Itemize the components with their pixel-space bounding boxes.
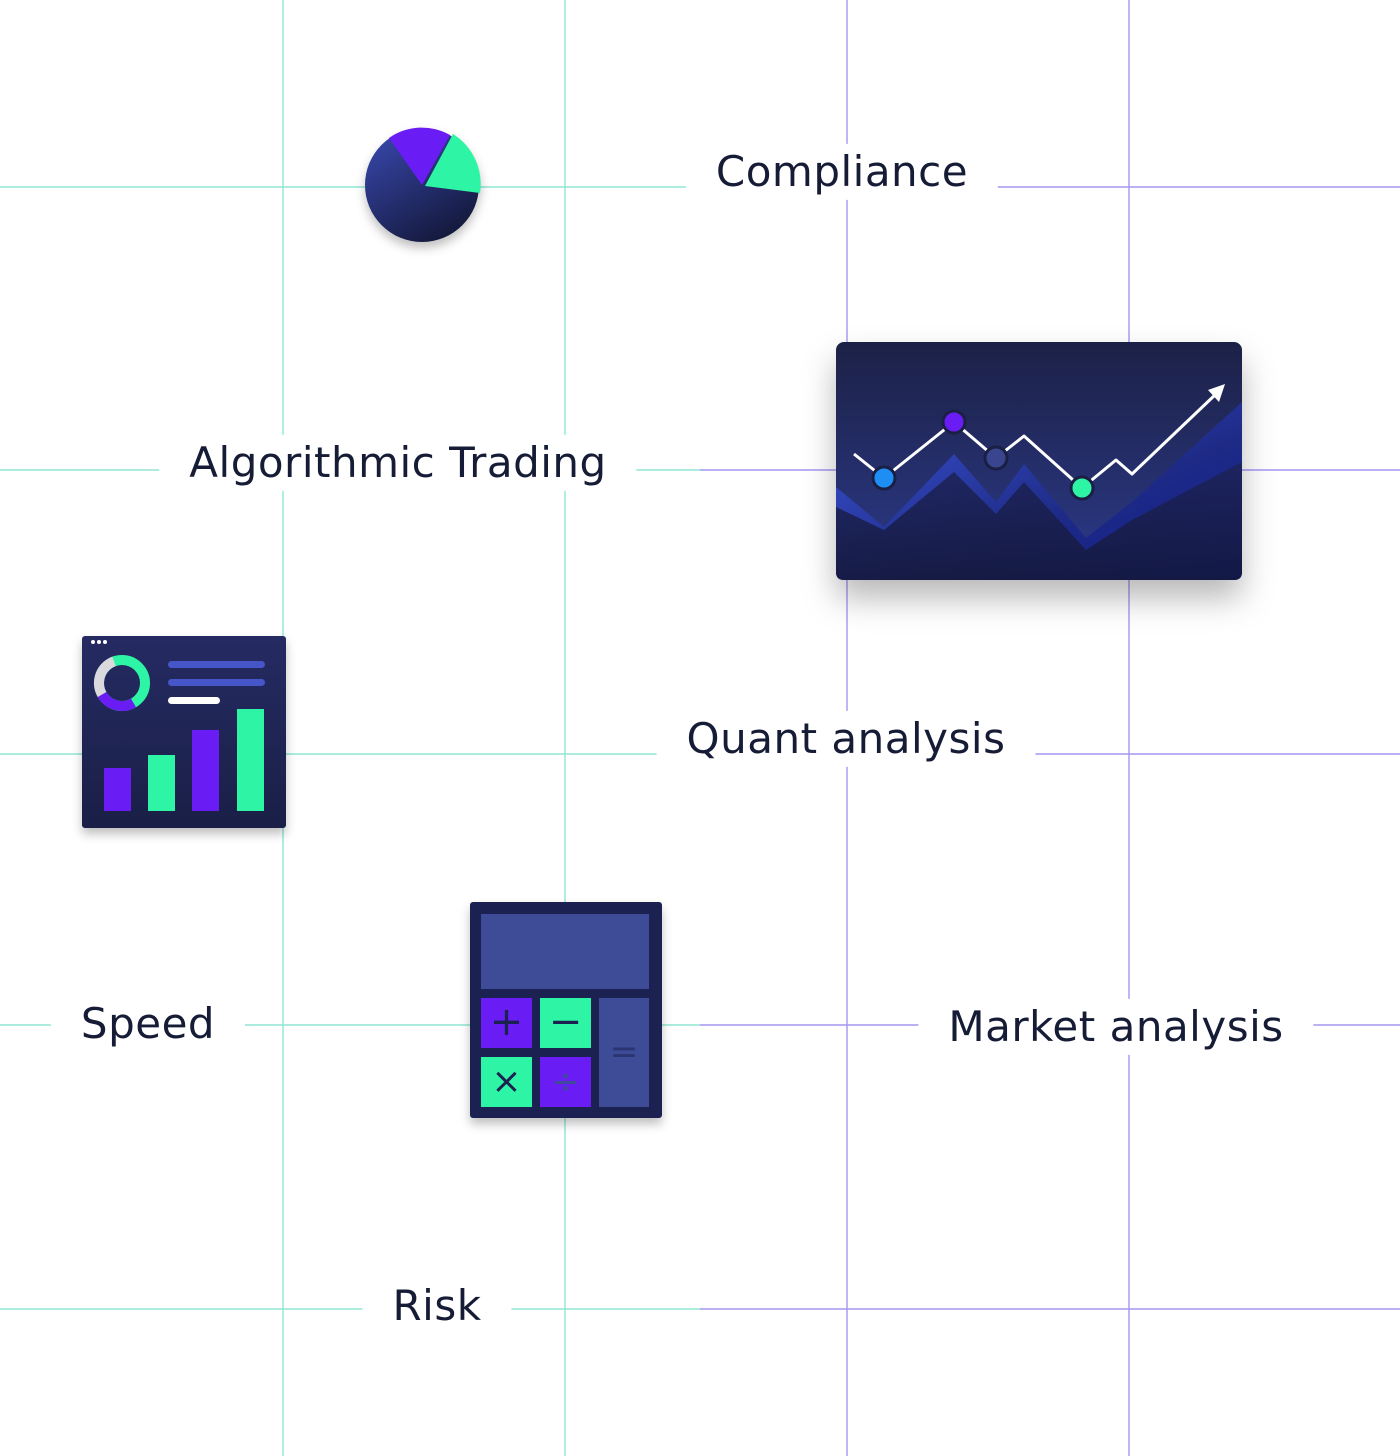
label-risk: Risk — [362, 1277, 512, 1335]
pie-chart-icon — [365, 127, 481, 242]
calculator-icon: + − × ÷ = — [470, 902, 662, 1118]
calculator-times-key: × — [491, 1061, 522, 1102]
label-market-analysis: Market analysis — [918, 998, 1314, 1056]
calculator-equals-key: = — [609, 1032, 639, 1072]
calculator-plus-key: + — [489, 999, 524, 1045]
calculator-display — [481, 914, 649, 989]
label-algorithmic-trading: Algorithmic Trading — [159, 434, 637, 492]
label-compliance: Compliance — [685, 143, 999, 201]
calculator-minus-key: − — [548, 999, 583, 1045]
dashboard-bar-chart-icon — [82, 636, 286, 828]
label-quant-analysis: Quant analysis — [656, 710, 1036, 768]
calculator-divide-key: ÷ — [551, 1062, 580, 1102]
label-speed: Speed — [50, 995, 246, 1053]
line-chart-card-icon — [836, 342, 1242, 580]
